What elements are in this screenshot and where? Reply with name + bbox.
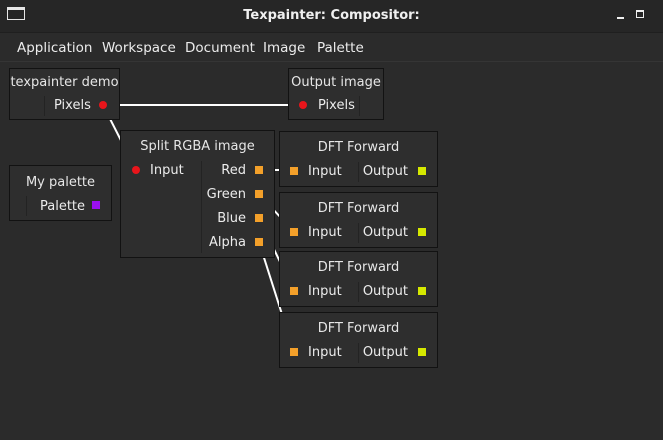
palette-output-port[interactable] <box>92 201 100 209</box>
port-label-input: Input <box>308 284 342 299</box>
node-dft-forward-3[interactable]: DFT Forward Input Output <box>279 251 438 307</box>
dft4-input-port[interactable] <box>290 348 298 356</box>
node-my-palette[interactable]: My palette Palette <box>9 165 112 221</box>
port-label-alpha: Alpha <box>209 235 246 250</box>
green-output-port[interactable] <box>255 190 263 198</box>
menu-document[interactable]: Document <box>185 40 255 56</box>
port-separator <box>358 223 359 243</box>
port-label-input: Input <box>308 225 342 240</box>
node-title: DFT Forward <box>317 260 400 275</box>
port-label-red: Red <box>221 163 246 178</box>
port-label-output: Output <box>362 345 408 360</box>
dft4-output-port[interactable] <box>418 348 426 356</box>
menu-bar: Application Workspace Document Image Pal… <box>0 33 663 62</box>
port-separator <box>358 162 359 182</box>
port-separator <box>201 161 202 253</box>
port-label-green: Green <box>206 187 246 202</box>
port-label-output: Output <box>362 225 408 240</box>
port-label: Palette <box>40 199 86 214</box>
dft2-output-port[interactable] <box>418 228 426 236</box>
node-dft-forward-1[interactable]: DFT Forward Input Output <box>279 131 438 187</box>
port-label-output: Output <box>362 164 408 179</box>
red-output-port[interactable] <box>255 166 263 174</box>
port-label-input: Input <box>150 163 184 178</box>
menu-workspace[interactable]: Workspace <box>102 40 176 56</box>
node-texpainter-demo[interactable]: texpainter demo Pixels <box>9 68 120 120</box>
node-dft-forward-4[interactable]: DFT Forward Input Output <box>279 312 438 368</box>
minimize-button[interactable] <box>614 6 628 22</box>
port-separator <box>44 96 45 116</box>
port-label-input: Input <box>308 164 342 179</box>
title-bar[interactable]: Texpainter: Compositor: <box>0 0 663 33</box>
pixels-input-port[interactable] <box>299 101 307 109</box>
blue-output-port[interactable] <box>255 214 263 222</box>
dft2-input-port[interactable] <box>290 228 298 236</box>
menu-image[interactable]: Image <box>263 40 306 56</box>
node-title: My palette <box>25 175 96 190</box>
menu-application[interactable]: Application <box>17 40 93 56</box>
port-label-output: Output <box>362 284 408 299</box>
maximize-button[interactable] <box>634 6 648 22</box>
node-title: DFT Forward <box>317 201 400 216</box>
pixels-output-port[interactable] <box>99 101 107 109</box>
port-separator <box>358 282 359 302</box>
port-separator <box>358 343 359 363</box>
dft1-input-port[interactable] <box>290 167 298 175</box>
window-title: Texpainter: Compositor: <box>243 8 420 23</box>
port-separator <box>359 96 360 116</box>
node-title: Output image <box>291 75 381 90</box>
node-title: DFT Forward <box>317 140 400 155</box>
node-title: DFT Forward <box>317 321 400 336</box>
port-label-input: Input <box>308 345 342 360</box>
port-separator <box>26 196 27 216</box>
window-icon <box>7 7 25 20</box>
node-dft-forward-2[interactable]: DFT Forward Input Output <box>279 192 438 248</box>
node-split-rgba[interactable]: Split RGBA image Input Red Green Blue Al… <box>120 130 275 258</box>
port-label-blue: Blue <box>217 211 246 226</box>
node-title: Split RGBA image <box>140 139 255 154</box>
port-label: Pixels <box>54 98 91 113</box>
node-title: texpainter demo <box>10 75 119 90</box>
dft3-input-port[interactable] <box>290 287 298 295</box>
alpha-output-port[interactable] <box>255 238 263 246</box>
dft3-output-port[interactable] <box>418 287 426 295</box>
port-label: Pixels <box>318 98 355 113</box>
menu-palette[interactable]: Palette <box>317 40 364 56</box>
split-input-port[interactable] <box>132 166 140 174</box>
node-output-image[interactable]: Output image Pixels <box>288 68 384 120</box>
dft1-output-port[interactable] <box>418 167 426 175</box>
